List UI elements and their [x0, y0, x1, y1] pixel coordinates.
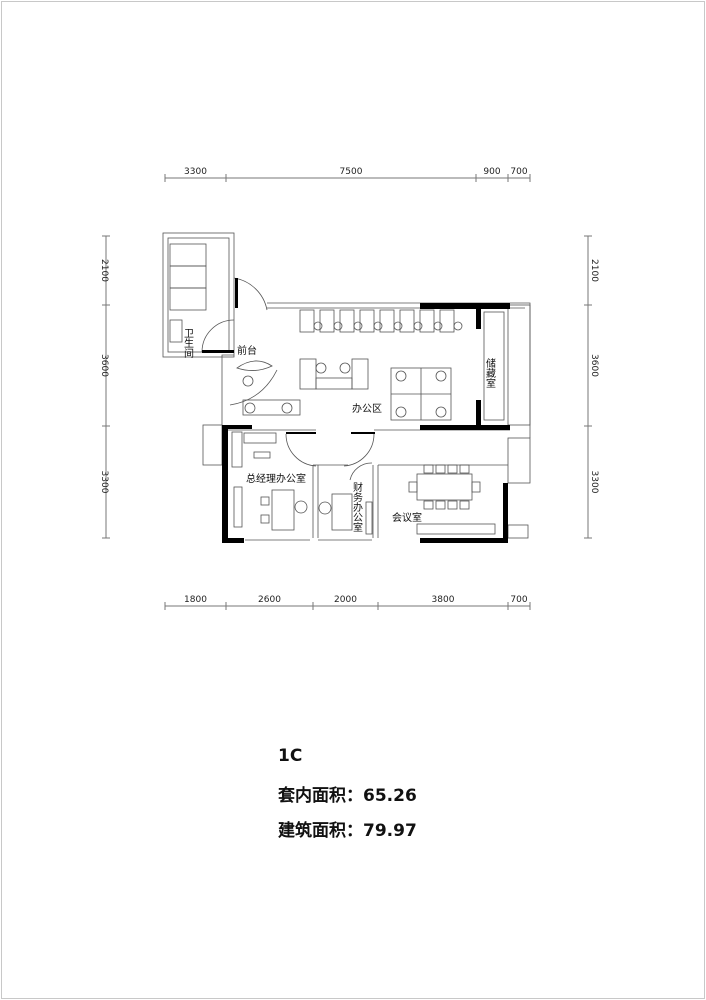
building-area: 建筑面积：79.97: [278, 816, 417, 841]
inner-area-label: 套内面积：: [278, 786, 363, 806]
inner-area: 套内面积：65.26: [278, 781, 417, 806]
desk: [379, 309, 395, 333]
top-dimension-value: 700: [510, 167, 527, 177]
room-labels: 卫生间 前台 办公区 储藏室 总经理办公室 财务办公室 会议室: [182, 328, 496, 532]
room-label-meeting-room: 会议室: [392, 511, 422, 524]
top-dimension-value: 3300: [184, 167, 207, 177]
chair: [459, 464, 470, 474]
chair: [435, 464, 446, 474]
right-dimension-value: 2100: [589, 259, 599, 282]
bottom-dimension-value: 3800: [432, 595, 455, 605]
chair: [433, 321, 443, 331]
chair: [373, 321, 383, 331]
chair: [459, 500, 470, 510]
left-dimension-value: 3600: [99, 354, 109, 377]
dimension-lines: 3300 7500 900 700 1800 2600 2000 3800 700 2100 360…: [99, 167, 599, 610]
chair: [471, 481, 481, 493]
room-label-office-area: 办公区: [352, 402, 382, 415]
left-dimension-value: 3300: [99, 471, 109, 494]
inner-area-value: 65.26: [363, 786, 417, 806]
desk: [339, 309, 355, 333]
building-area-label: 建筑面积：: [278, 821, 363, 841]
desk: [439, 309, 455, 333]
chair: [393, 321, 403, 331]
chair: [353, 321, 363, 331]
unit-code: 1C: [278, 746, 303, 766]
right-dimension-value: 3300: [589, 471, 599, 494]
thick-walls: [202, 278, 510, 543]
building-area-value: 79.97: [363, 821, 417, 841]
chair: [435, 500, 446, 510]
top-dimension-value: 900: [483, 167, 500, 177]
chair: [447, 464, 458, 474]
bottom-dimension-value: 1800: [184, 595, 207, 605]
chair: [408, 481, 418, 493]
walls: [162, 232, 531, 541]
desk: [419, 309, 435, 333]
room-label-finance-office: 财务办公室: [351, 481, 363, 532]
chair: [413, 321, 423, 331]
chair: [423, 500, 434, 510]
chair: [423, 464, 434, 474]
room-label-storage: 储藏室: [484, 357, 496, 388]
desk: [319, 309, 335, 333]
chair: [313, 321, 323, 331]
bottom-dimension-value: 700: [510, 595, 527, 605]
left-dimension-value: 2100: [99, 259, 109, 282]
desk: [399, 309, 415, 333]
right-dimension-value: 3600: [589, 354, 599, 377]
chair: [333, 321, 343, 331]
top-dimension-value: 7500: [340, 167, 363, 177]
room-label-reception: 前台: [237, 344, 257, 357]
room-label-gm-office: 总经理办公室: [246, 472, 306, 485]
bottom-dimension-value: 2000: [334, 595, 357, 605]
bottom-dimension-value: 2600: [258, 595, 281, 605]
desk: [299, 309, 315, 333]
chair: [447, 500, 458, 510]
room-label-toilet: 卫生间: [182, 328, 194, 359]
chair: [453, 321, 463, 331]
desk: [359, 309, 375, 333]
